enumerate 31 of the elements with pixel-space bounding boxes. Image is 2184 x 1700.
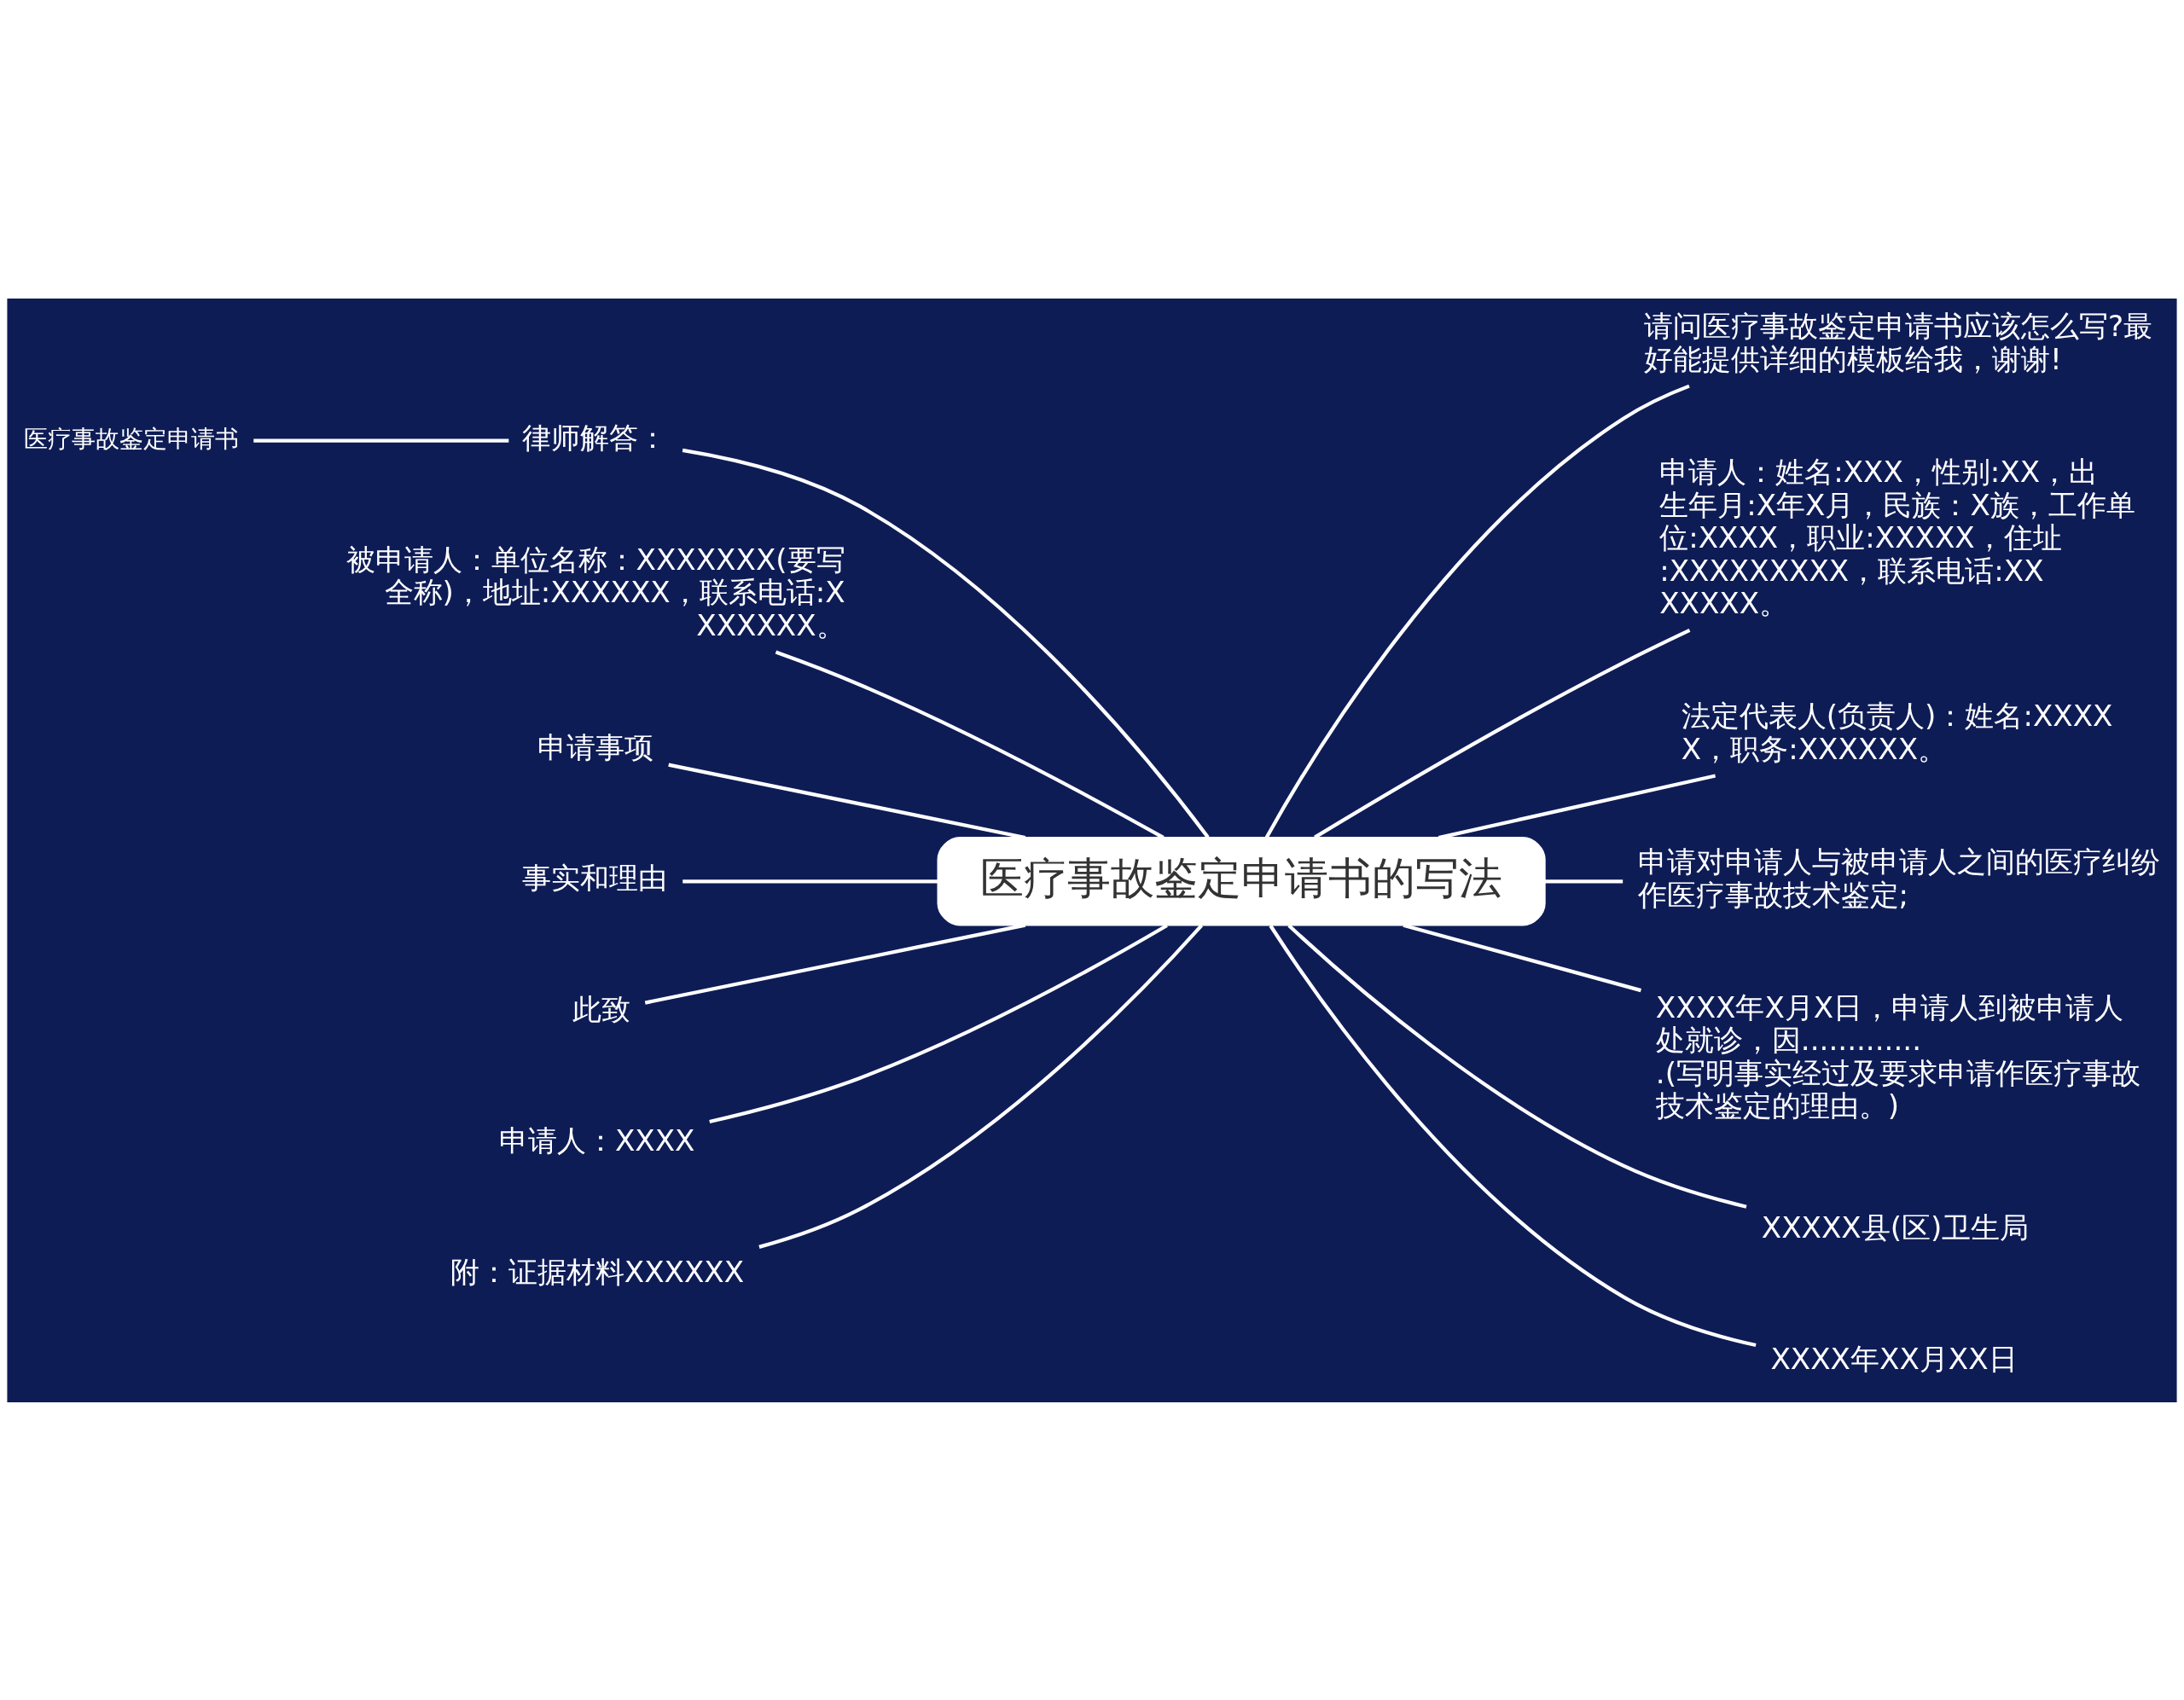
node-text: 法定代表人(负责人)：姓名:XXXXX，职务:XXXXXX。: [1681, 698, 2113, 766]
connector: [682, 448, 1210, 838]
connector: [668, 763, 1026, 839]
node-text: XXXX年X月X日，申请人到被申请人处就诊，因..............(写明事实经过及要求申请作医疗事故技术鉴定的理由。): [1655, 989, 2141, 1123]
node-text: 律师解答：: [522, 420, 668, 455]
connector: [1403, 923, 1642, 992]
node-text: 此致: [572, 991, 630, 1026]
node-text: 附：证据材料XXXXXX: [450, 1254, 745, 1289]
connector: [758, 923, 1204, 1249]
connector: [1314, 628, 1691, 838]
connector: [1287, 923, 1747, 1209]
connector: [1264, 384, 1690, 838]
node-text: 申请人：XXXX: [498, 1123, 695, 1158]
node-text: 医疗事故鉴定申请书: [23, 424, 239, 453]
connector: [709, 923, 1168, 1123]
node-text: 申请对申请人与被申请人之间的医疗纠纷作医疗事故技术鉴定;: [1637, 844, 2160, 912]
node-text: XXXXX县(区)卫生局: [1761, 1210, 2030, 1245]
connector: [253, 438, 509, 443]
connector: [1545, 879, 1623, 883]
node-text: 申请人：姓名:XXX，性别:XX，出生年月:X年X月，民族：X族，工作单位:XXXX，职业:XXXXX，住址:XXXXXXXXX，联系电话:XXXXXXX。: [1659, 454, 2135, 620]
node-text: 事实和理由: [522, 860, 668, 895]
node-text: 申请事项: [537, 729, 654, 764]
connector: [1438, 773, 1716, 839]
connector: [775, 650, 1165, 839]
connector: [1269, 924, 1757, 1347]
connector: [644, 923, 1026, 1005]
node-box: 医疗事故鉴定申请书的写法: [937, 836, 1546, 926]
node-text: XXXX年XX月XX日: [1770, 1341, 2018, 1376]
node-text: 被申请人：单位名称：XXXXXXX(要写全称)，地址:XXXXXX，联系电话:XXXXXXX。: [346, 542, 845, 642]
node-text: 请问医疗事故鉴定申请书应该怎么写?最好能提供详细的模板给我，谢谢!: [1644, 308, 2153, 376]
connector: [682, 879, 938, 883]
